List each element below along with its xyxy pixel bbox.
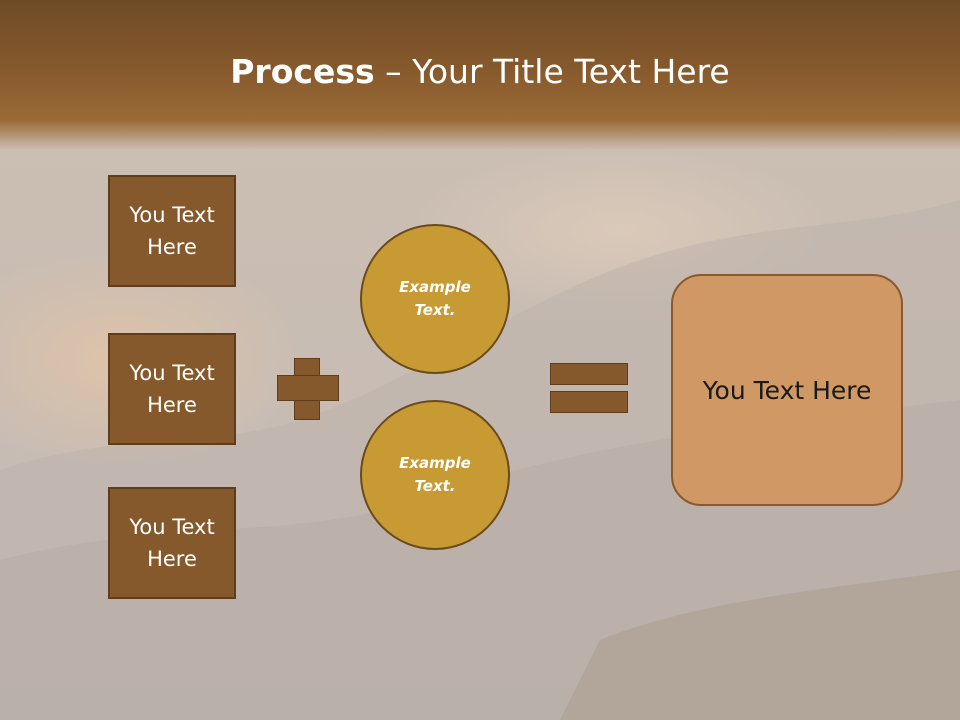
title-bold: Process	[230, 52, 375, 91]
text-box-1-line2: Here	[147, 235, 197, 259]
example-circle-2-line2: Text.	[414, 477, 456, 495]
header-band	[0, 0, 960, 150]
text-box-3-line2: Here	[147, 547, 197, 571]
text-box-2-line1: You Text	[129, 361, 215, 385]
result-box-label: You Text Here	[702, 375, 872, 405]
text-box-2-line2: Here	[147, 393, 197, 417]
text-box-1-line1: You Text	[129, 203, 215, 227]
slide-title: Process – Your Title Text Here	[0, 52, 960, 91]
example-circle-2-line1: Example	[399, 454, 471, 472]
equals-icon-top-bar	[550, 363, 628, 385]
example-circle-1-line2: Text.	[414, 301, 456, 319]
equals-icon-bottom-bar	[550, 391, 628, 413]
title-rest: – Your Title Text Here	[374, 52, 730, 91]
text-box-3-line1: You Text	[129, 515, 215, 539]
result-box[interactable]: You Text Here	[671, 274, 903, 506]
plus-icon-center	[295, 376, 319, 400]
example-circle-1-line1: Example	[399, 278, 471, 296]
